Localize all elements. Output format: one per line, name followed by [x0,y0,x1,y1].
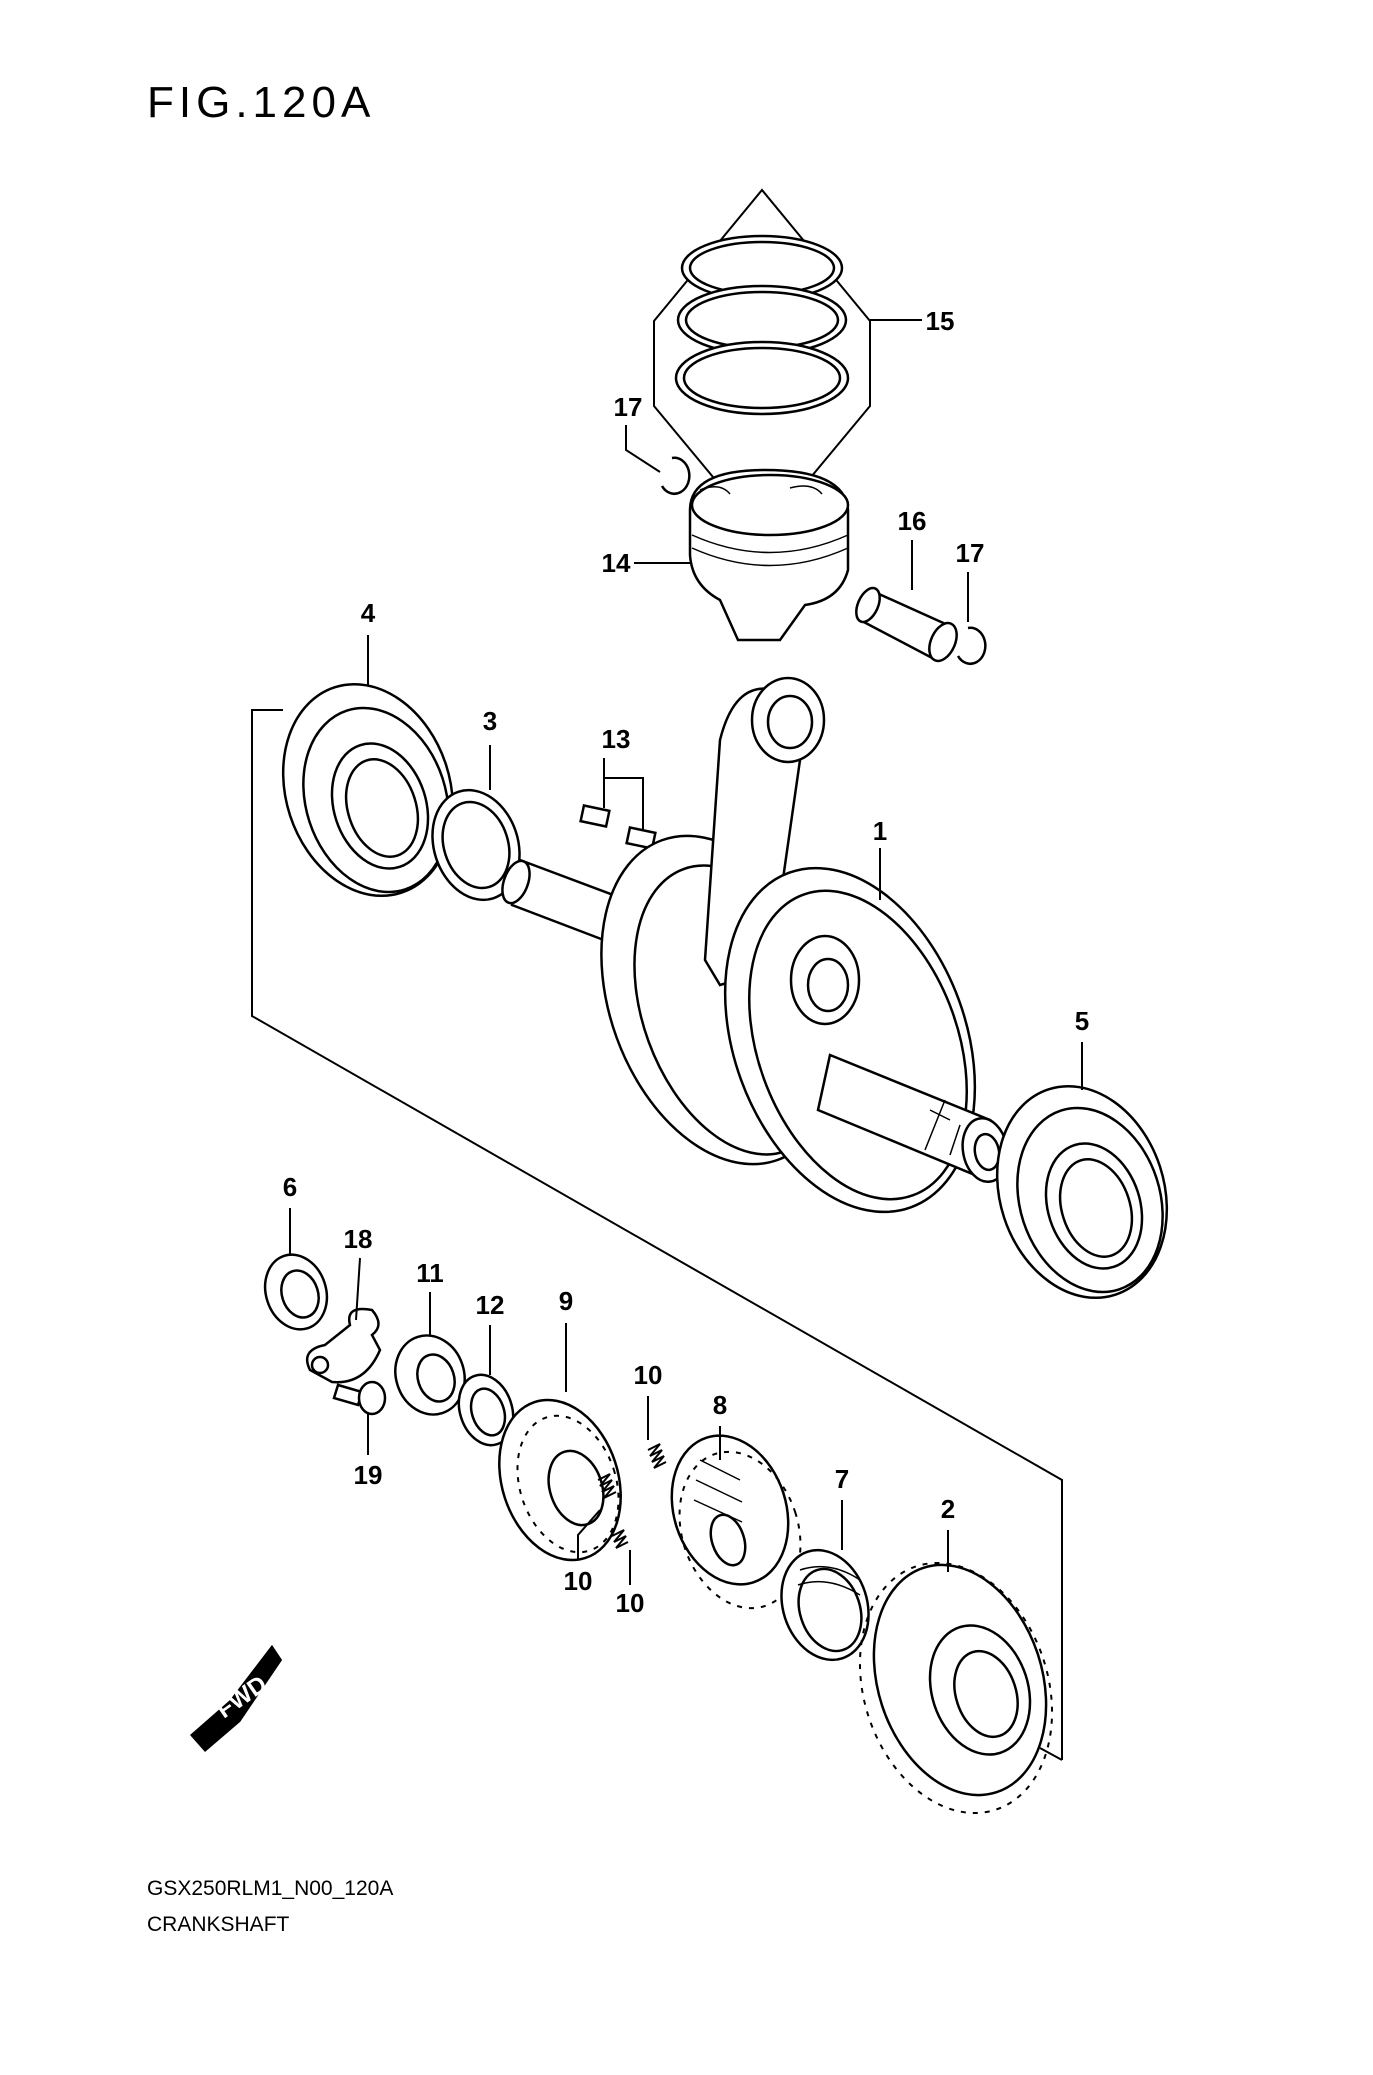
callout-17-left: 17 [614,392,643,422]
callout-17-right: 17 [956,538,985,568]
balancer-drive-gear [858,1530,1054,1815]
gear-spring-mid [577,1473,617,1560]
callout-9: 9 [559,1286,573,1316]
callout-15: 15 [926,306,955,336]
figure-title: FIG.120A [147,78,376,127]
callout-10-left: 10 [564,1566,593,1596]
crankshaft-bearing-left [281,635,455,898]
primary-drive-gear [670,1426,802,1610]
callout-18: 18 [344,1224,373,1254]
model-code: GSX250RLM1_N00_120A [147,1877,394,1900]
crank-pin-bearing-shells [579,758,657,851]
callout-10-upper: 10 [634,1360,663,1390]
callout-7: 7 [835,1464,849,1494]
piston-pin-circlip-right [956,572,987,666]
callout-6: 6 [283,1172,297,1202]
crankshaft-bearing-right [995,1042,1169,1300]
crankshaft-nut [394,1292,466,1416]
callout-14: 14 [602,548,631,578]
oil-seal [263,1208,329,1331]
callout-12: 12 [476,1290,505,1320]
gear-spring-upper [647,1396,667,1469]
fwd-direction-badge: FWD [190,1645,282,1752]
crankshaft-assembly [501,676,1009,1214]
crankshaft-thrust-washer [431,745,521,902]
callout-2: 2 [941,1494,955,1524]
callout-19: 19 [354,1460,383,1490]
piston-pin-circlip-left [625,425,691,496]
section-name: CRANKSHAFT [147,1913,290,1936]
washer [457,1325,515,1447]
callout-16: 16 [898,506,927,536]
retainer-bolt [332,1380,387,1455]
callout-1: 1 [873,816,887,846]
callout-8: 8 [713,1390,727,1420]
callout-labels: 1 2 3 4 5 6 7 8 9 10 10 10 11 12 13 14 1… [283,306,1089,1618]
piston-pin [855,540,958,663]
callout-3: 3 [483,706,497,736]
callout-10-right: 10 [616,1588,645,1618]
callout-4: 4 [361,598,376,628]
callout-11: 11 [416,1258,444,1288]
piston [634,468,850,642]
assembly-bracket [251,709,1063,1761]
callout-5: 5 [1075,1006,1089,1036]
gear-spring-lower [611,1529,631,1585]
spacer [780,1500,870,1662]
retainer-plate [305,1257,382,1384]
piston-ring-set [653,188,922,538]
callout-13: 13 [602,724,631,754]
